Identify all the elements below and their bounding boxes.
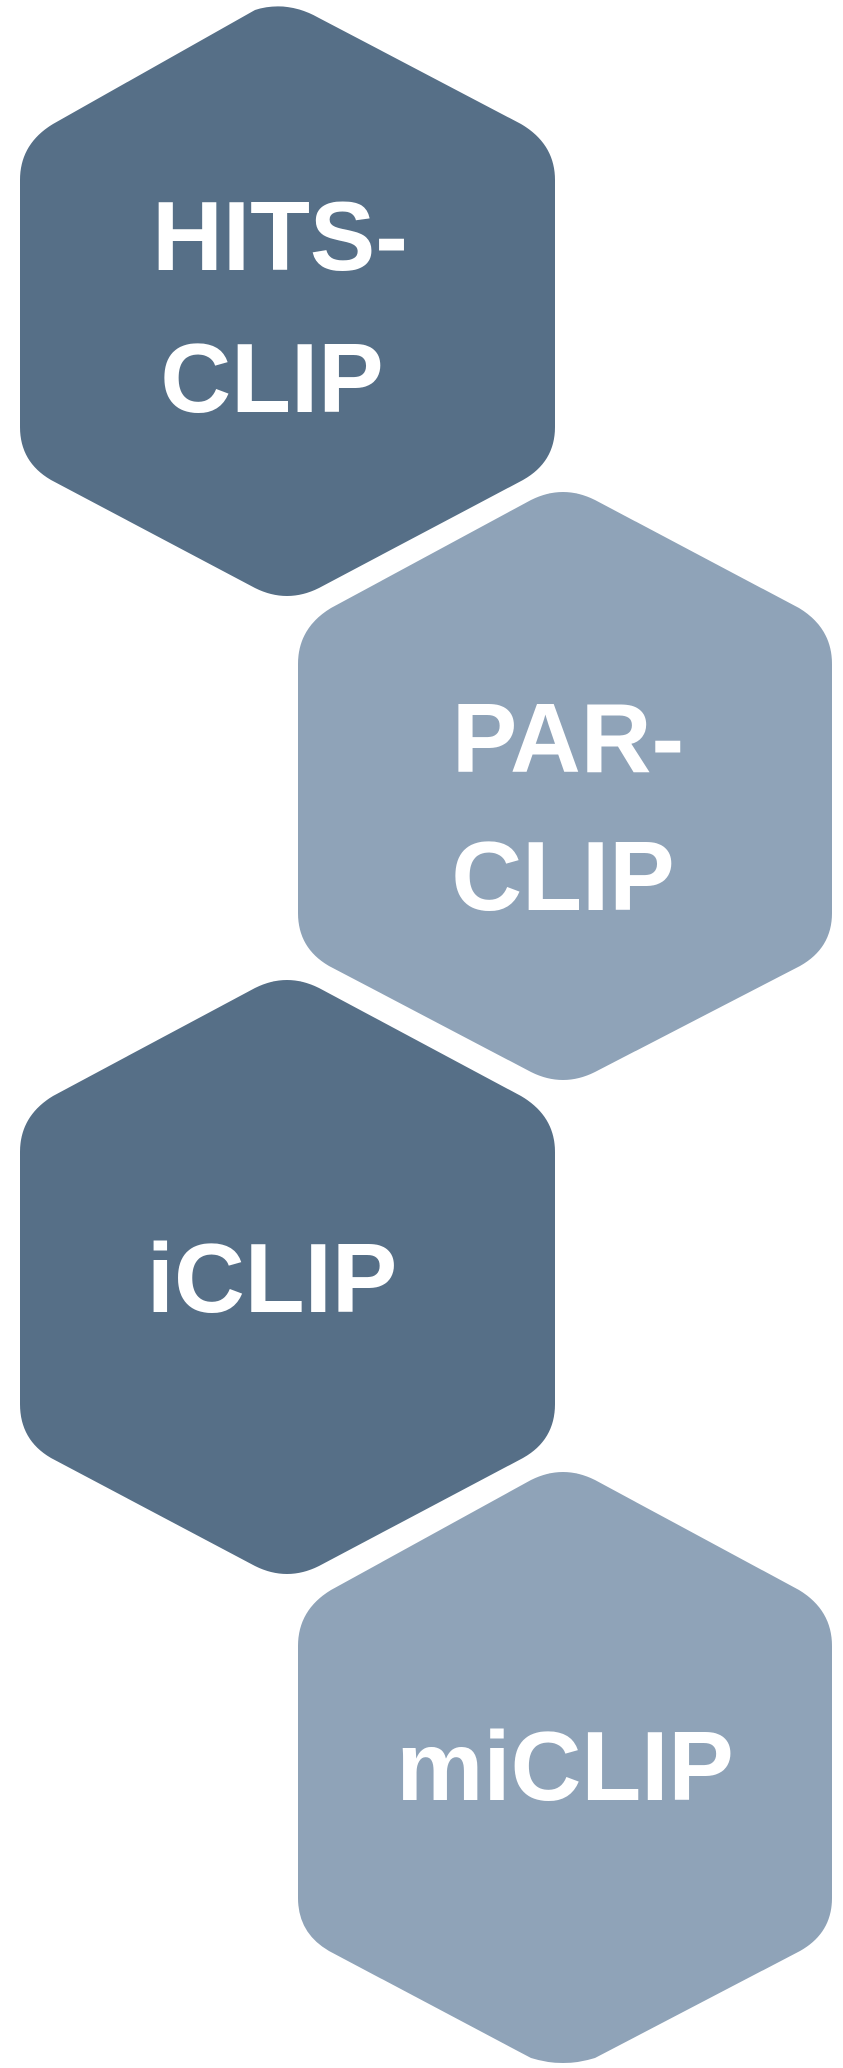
hex-hits-clip-label-line-2: CLIP — [160, 323, 383, 433]
hex-iclip-shape — [20, 980, 555, 1574]
hex-hits-clip-label-line-1: HITS- — [152, 181, 408, 291]
hex-par-clip-label-line-2: CLIP — [451, 821, 674, 931]
hex-par-clip: PAR- CLIP — [298, 492, 832, 1080]
hex-iclip: iCLIP — [20, 980, 555, 1574]
hex-hits-clip-shape — [20, 6, 555, 596]
hex-miclip: miCLIP — [298, 1472, 832, 2063]
hex-par-clip-shape — [298, 492, 832, 1080]
hex-iclip-label: iCLIP — [147, 1223, 397, 1333]
hex-miclip-shape — [298, 1472, 832, 2063]
hex-miclip-label: miCLIP — [396, 1711, 734, 1821]
hex-par-clip-label-line-1: PAR- — [452, 683, 684, 793]
hex-hits-clip: HITS- CLIP — [20, 6, 555, 596]
